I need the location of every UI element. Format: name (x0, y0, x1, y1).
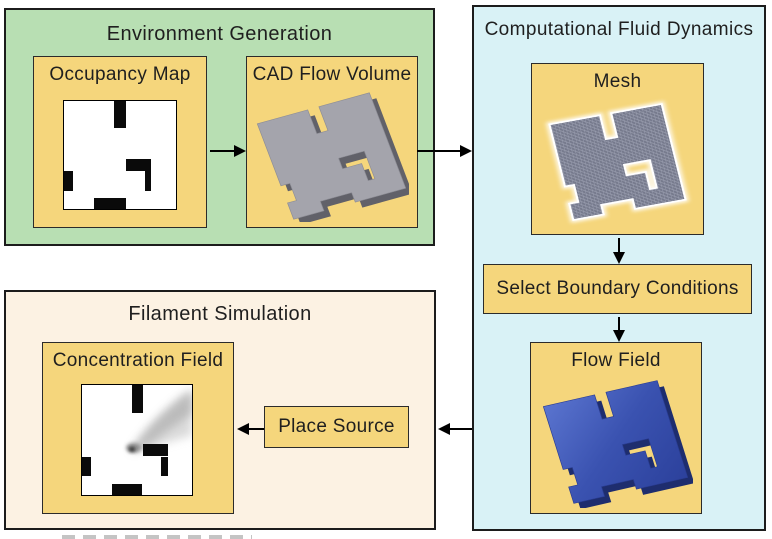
obstacle-block (161, 456, 168, 477)
select-boundary-conditions-label: Select Boundary Conditions (496, 278, 739, 299)
mesh-label: Mesh (593, 71, 642, 92)
select-boundary-conditions-node: Select Boundary Conditions (483, 264, 752, 314)
obstacle-block (114, 101, 126, 128)
mesh-image (546, 101, 689, 223)
obstacle-block (142, 444, 168, 457)
cropped-caption-remnant (62, 535, 252, 539)
gas-plume-graphic (126, 389, 192, 453)
cfd-panel: Computational Fluid Dynamics Mesh Select… (472, 5, 766, 531)
occupancy-map-node: Occupancy Map (33, 56, 207, 228)
mesh-node: Mesh (531, 63, 704, 235)
occupancy-map-label: Occupancy Map (49, 64, 191, 85)
arrow-place-source-to-concentration (237, 423, 264, 435)
environment-generation-title: Environment Generation (106, 23, 333, 45)
concentration-field-image (81, 384, 193, 496)
arrow-select-boundary-to-flow-field (613, 317, 625, 342)
obstacle-block (94, 198, 126, 209)
cfd-title: Computational Fluid Dynamics (484, 19, 754, 40)
filament-simulation-title: Filament Simulation (128, 303, 312, 325)
obstacle-block (125, 159, 152, 172)
place-source-label: Place Source (278, 416, 395, 437)
arrow-flow-field-to-place-source (438, 423, 472, 435)
arrow-mesh-to-select-boundary (613, 238, 625, 264)
place-source-node: Place Source (264, 406, 409, 448)
flow-field-node: Flow Field (530, 342, 702, 514)
environment-generation-panel: Environment Generation Occupancy Map CAD… (4, 8, 435, 246)
cad-flow-volume-node: CAD Flow Volume (246, 56, 418, 228)
arrow-cad-to-cfd (417, 145, 472, 157)
cad-model-image (256, 92, 409, 222)
obstacle-block (111, 484, 143, 495)
filament-simulation-panel: Filament Simulation Concentration Field … (4, 290, 436, 530)
obstacle-block (64, 171, 73, 191)
obstacle-block (131, 385, 143, 413)
obstacle-block (82, 456, 91, 477)
occupancy-map-image (63, 100, 177, 210)
arrow-occupancy-to-cad (210, 145, 246, 157)
obstacle-block (144, 171, 152, 191)
flow-field-label: Flow Field (571, 350, 661, 371)
cad-flow-volume-label: CAD Flow Volume (252, 64, 412, 85)
concentration-field-label: Concentration Field (52, 350, 224, 371)
concentration-field-node: Concentration Field (42, 342, 234, 514)
flow-field-image (542, 380, 693, 508)
